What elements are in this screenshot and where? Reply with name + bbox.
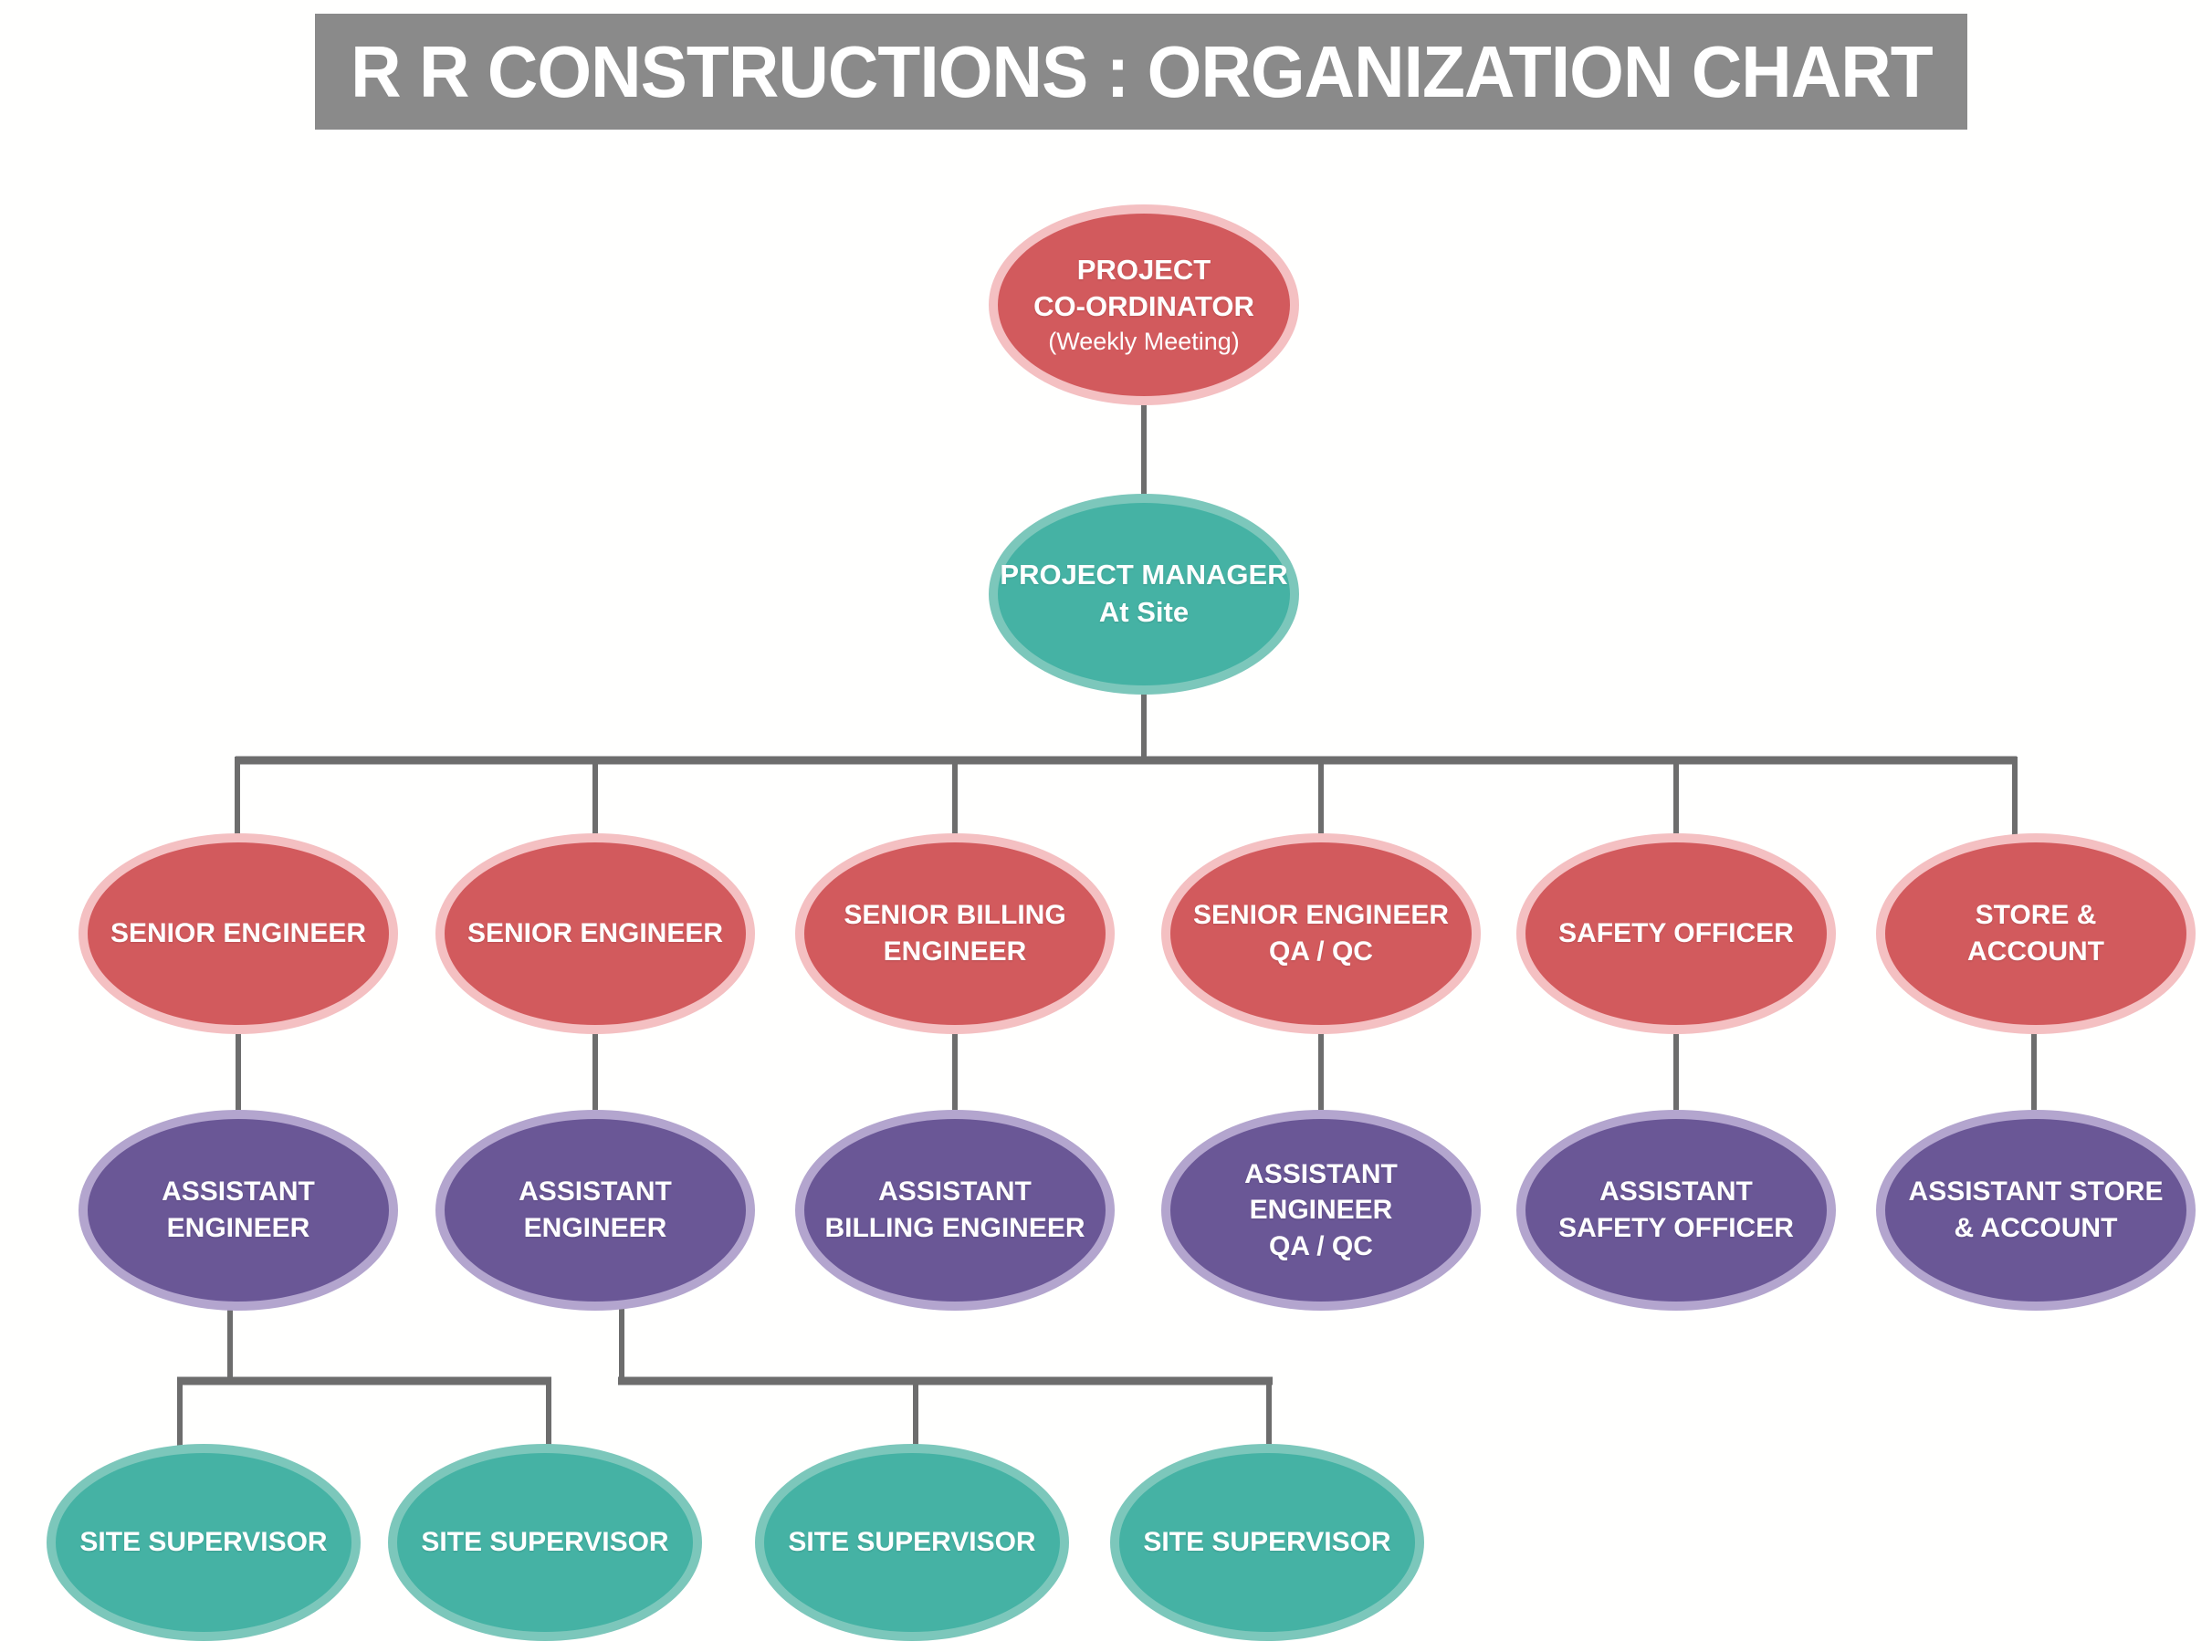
node-store-account: STORE & ACCOUNT — [1876, 833, 2196, 1034]
node-label: SENIOR BILLING ENGINEER — [844, 900, 1066, 967]
node-assistant-store-account: ASSISTANT STORE & ACCOUNT — [1876, 1110, 2196, 1311]
node-label: SITE SUPERVISOR — [788, 1527, 1036, 1558]
node-label: ASSISTANT ENGINEER QA / QC — [1244, 1158, 1398, 1261]
node-label: SITE SUPERVISOR — [79, 1527, 328, 1558]
node-label: ASSISTANT STORE & ACCOUNT — [1908, 1176, 2164, 1243]
node-site-supervisor-2: SITE SUPERVISOR — [388, 1444, 702, 1641]
node-assistant-engineer-1: ASSISTANT ENGINEER — [79, 1110, 398, 1311]
node-assistant-safety-officer: ASSISTANT SAFETY OFFICER — [1516, 1110, 1836, 1311]
node-site-supervisor-3: SITE SUPERVISOR — [755, 1444, 1069, 1641]
node-project-coordinator: PROJECT CO-ORDINATOR (Weekly Meeting) — [989, 204, 1299, 405]
node-label: PROJECT MANAGER At Site — [1000, 559, 1288, 628]
node-site-supervisor-4: SITE SUPERVISOR — [1110, 1444, 1424, 1641]
page-title: R R CONSTRUCTIONS : ORGANIZATION CHART — [350, 30, 1934, 112]
node-assistant-engineer-2: ASSISTANT ENGINEER — [435, 1110, 755, 1311]
node-safety-officer: SAFETY OFFICER — [1516, 833, 1836, 1034]
node-project-manager: PROJECT MANAGER At Site — [989, 494, 1299, 695]
node-label: SENIOR ENGINEER — [110, 918, 367, 949]
node-senior-engineer-qa-qc: SENIOR ENGINEER QA / QC — [1161, 833, 1481, 1034]
node-label: SENIOR ENGINEER QA / QC — [1192, 900, 1450, 967]
node-subtitle: (Weekly Meeting) — [1048, 328, 1240, 356]
node-assistant-billing-engineer: ASSISTANT BILLING ENGINEER — [795, 1110, 1115, 1311]
node-label: SITE SUPERVISOR — [421, 1527, 669, 1558]
node-label: ASSISTANT BILLING ENGINEER — [824, 1176, 1085, 1243]
node-label: PROJECT CO-ORDINATOR — [1033, 253, 1254, 323]
title-bar: R R CONSTRUCTIONS : ORGANIZATION CHART — [315, 14, 1967, 130]
node-assistant-engineer-qa-qc: ASSISTANT ENGINEER QA / QC — [1161, 1110, 1481, 1311]
node-label: ASSISTANT ENGINEER — [519, 1176, 672, 1243]
node-label: SAFETY OFFICER — [1558, 918, 1794, 949]
node-senior-engineer-1: SENIOR ENGINEER — [79, 833, 398, 1034]
node-label: ASSISTANT SAFETY OFFICER — [1558, 1176, 1794, 1243]
node-label: SENIOR ENGINEER — [467, 918, 724, 949]
node-label: SITE SUPERVISOR — [1143, 1527, 1391, 1558]
node-label: ASSISTANT ENGINEER — [162, 1176, 315, 1243]
node-senior-engineer-2: SENIOR ENGINEER — [435, 833, 755, 1034]
node-senior-billing-engineer: SENIOR BILLING ENGINEER — [795, 833, 1115, 1034]
node-site-supervisor-1: SITE SUPERVISOR — [47, 1444, 361, 1641]
node-label: STORE & ACCOUNT — [1967, 900, 2104, 967]
